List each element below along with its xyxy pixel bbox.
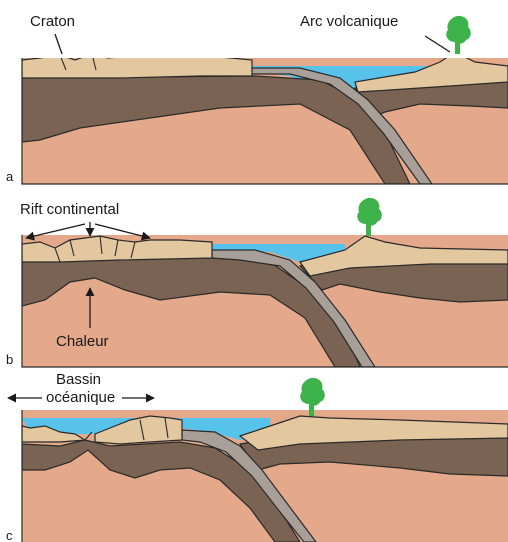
- panel-c: Bassin océanique c: [6, 371, 508, 542]
- arc-pointer: [425, 36, 450, 52]
- panel-b-letter: b: [6, 352, 13, 367]
- basin-label-line1: Bassin: [56, 371, 101, 388]
- panel-b: Rift continental Chaleur b: [6, 198, 508, 367]
- basin-label-line2: océanique: [46, 389, 115, 406]
- panel-a-letter: a: [6, 169, 14, 184]
- craton-crust: [22, 54, 252, 78]
- panel-a: Craton Arc volcanique a: [6, 13, 508, 184]
- rift-label: Rift continental: [20, 201, 119, 218]
- craton-pointer: [55, 34, 62, 54]
- panel-c-letter: c: [6, 528, 13, 542]
- craton-label: Craton: [30, 13, 75, 30]
- volcano-tree-icon: [446, 16, 471, 54]
- volcano-tree-icon: [357, 198, 382, 236]
- arc-label: Arc volcanique: [300, 13, 398, 30]
- heat-label: Chaleur: [56, 333, 109, 350]
